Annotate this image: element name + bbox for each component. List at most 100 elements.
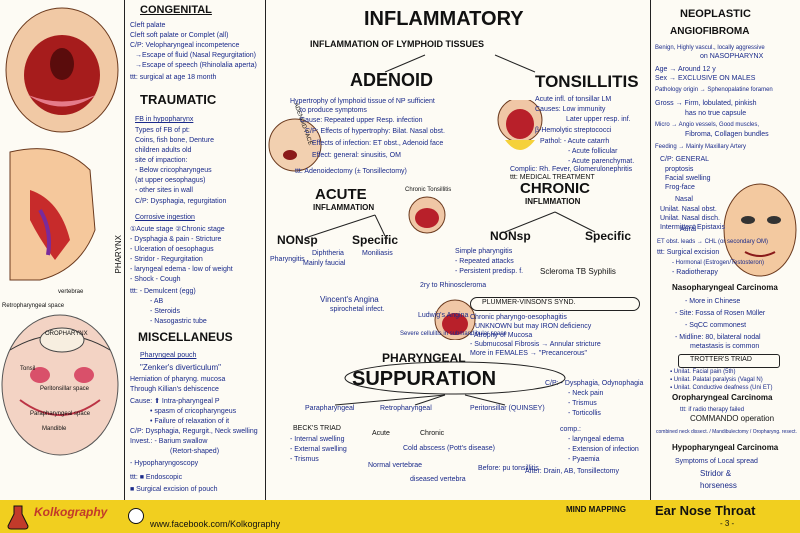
traumatic-line-8: C/P: Dysphagia, regurgitation xyxy=(135,198,227,205)
angio-line-10: C/P: GENERAL xyxy=(660,156,710,163)
supp-line-6: - Trismus xyxy=(290,456,319,463)
supp-line-10: Cold abscess (Pott's disease) xyxy=(403,445,495,452)
misc-line-0: Pharyngeal pouch xyxy=(140,352,197,359)
congenital-line-1: Cleft soft palate or Complet (all) xyxy=(130,32,229,39)
traumatic-line-4: site of impaction: xyxy=(135,157,188,164)
tonsillitis-line-1: Causes: Low immunity xyxy=(535,106,606,113)
misc-line-9: (Retort-shaped) xyxy=(170,448,220,455)
oro-line-2: combined neck dissect. / Mandibulectomy … xyxy=(656,429,797,435)
angio-line-2: Age → Around 12 y xyxy=(655,66,716,73)
chronic-line-4: 2ry to Rhinoscleroma xyxy=(420,282,487,289)
connector-lines xyxy=(304,54,596,406)
angio-line-19: ET obst. leads → CHL (or secondary OM) xyxy=(657,239,769,245)
misc-line-8: Invest.: - Barium swallow xyxy=(130,438,208,445)
label-chronic-tonsillitis: Chronic Tonsillitis xyxy=(405,187,452,193)
angio-line-0: Benign, Highly vascul., locally aggressi… xyxy=(655,45,765,51)
supp-line-19: - laryngeal edema xyxy=(568,436,625,443)
chronic-subtitle: INFLMMATION xyxy=(525,197,581,206)
angio-line-21: - Hormonal (Estrogen/Testosteron) xyxy=(672,260,765,266)
supp-line-2: Peritonsillar (QUINSEY) xyxy=(470,405,545,412)
traumatic-line-11: - Dysphagia & pain - Stricture xyxy=(130,236,222,243)
page-number: - 3 - xyxy=(720,519,735,528)
traumatic-line-18: - Steroids xyxy=(150,308,180,315)
misc-line-2: Herniation of pharyng. mucosa xyxy=(130,376,226,383)
chronic-line-0: Simple pharyngitis xyxy=(455,248,513,255)
misc-line-5: • spasm of cricopharyngeus xyxy=(150,408,237,415)
traumatic-line-7: - other sites in wall xyxy=(135,187,193,194)
angio-line-12: Facial swelling xyxy=(665,175,711,182)
footer-bar: Kolkography www.facebook.com/Kolkography… xyxy=(0,500,800,533)
supp-line-13: Severe cellulitis in submandibular space xyxy=(400,331,507,337)
hypo-line-1: Stridor & xyxy=(700,469,732,478)
congenital-line-4: →Escape of speech (Rhinolalia aperta) xyxy=(135,62,257,69)
supp-line-22: Before: pu tonsillitis xyxy=(478,465,539,472)
traumatic-line-9: Corrosive ingestion xyxy=(135,214,195,221)
inflammatory-title: INFLAMMATORY xyxy=(364,8,524,30)
flask-logo-icon xyxy=(7,505,29,530)
mind-map-sheet xyxy=(0,0,800,500)
traumatic-line-0: FB in hypopharynx xyxy=(135,116,194,123)
angio-line-22: - Radiotherapy xyxy=(672,269,718,276)
angio-line-15: Unilat. Nasal obst. xyxy=(660,206,717,213)
tonsillitis-line-8: ttt: MEDICAL TREATMENT xyxy=(510,174,595,181)
hypo-line-2: horseness xyxy=(700,481,737,490)
angio-line-4: Pathology origin → Sphenopalatine forame… xyxy=(655,87,773,93)
tonsillitis-line-6: - Acute parenchymat. xyxy=(568,158,635,165)
label-oropharynx: OROPHARYNX xyxy=(45,331,88,337)
misc-line-3: Through Killian's dehiscence xyxy=(130,386,219,393)
adenoid-title: ADENOID xyxy=(350,70,434,90)
npc-line-7: ▪ Unilat. Palatal paralysis (Vagal N) xyxy=(670,377,763,383)
suppuration-title2: SUPPURATION xyxy=(352,368,497,390)
adenoid-line-1: to produce symptoms xyxy=(300,107,367,114)
traumatic-line-17: - AB xyxy=(150,298,164,305)
npc-line-8: ▪ Unilat. Conductive deafness (Uni ET) xyxy=(670,385,773,391)
adenoid-line-0: Hypertrophy of lymphoid tissue of NP suf… xyxy=(290,98,435,105)
tonsillitis-line-7: Complic: Rh. Fever, Glomerulonephritis xyxy=(510,166,633,173)
traumatic-line-12: - Ulceration of oesophagus xyxy=(130,246,214,253)
adenoid-line-4: Effects of infection: ET obst., Adenoid … xyxy=(312,140,444,147)
trotter-box xyxy=(678,354,780,368)
angio-line-7: Micro → Angio vessels, Good muscles, xyxy=(655,122,760,128)
divider-left xyxy=(124,0,125,500)
traumatic-line-1: Types of FB of pt: xyxy=(135,127,190,134)
misc-title: MISCELLANEUS xyxy=(138,330,233,344)
plummer-box xyxy=(470,297,640,311)
npc-line-1: - Site: Fossa of Rosen Müller xyxy=(675,310,766,317)
angio-line-8: Fibroma, Collagen bundles xyxy=(685,131,769,138)
npc-line-0: - More in Chinese xyxy=(685,298,741,305)
inflammatory-subtitle: INFLAMMATION OF LYMPHOID TISSUES xyxy=(310,39,485,49)
tonsillitis-line-5: - Acute follicular xyxy=(568,148,618,155)
angio-line-5: Gross → Firm, lobulated, pinkish xyxy=(655,100,757,107)
acute-line-4: Vincent's Angina xyxy=(320,295,379,304)
chronic-line-1: - Repeated attacks xyxy=(455,258,514,265)
inflammation-drawings xyxy=(268,100,543,340)
supp-line-15: - Neck pain xyxy=(568,390,604,397)
npc-line-6: ▪ Unilat. Facial pain (5th) xyxy=(670,369,736,375)
oro-line-0: ttt: if radio therapy failed xyxy=(680,407,745,413)
anatomy-drawings xyxy=(1,7,119,456)
supp-line-1: Retropharyngeal xyxy=(380,405,432,412)
facebook-url[interactable]: www.facebook.com/Kolkography xyxy=(150,519,281,529)
plummer-line-2: - Atrophy of Mucosa xyxy=(470,332,533,339)
chronic-nonsp: NONsp xyxy=(490,229,531,243)
angio-line-13: Frog-face xyxy=(665,184,695,191)
oro-line-1: COMMANDO operation xyxy=(690,414,775,423)
pharynx-vertical-label: PHARYNX xyxy=(114,234,124,274)
npc-line-4: metastasis is common xyxy=(690,343,760,350)
traumatic-line-13: - Stridor - Regurgitation xyxy=(130,256,203,263)
supp-line-12: Ludwig's Angina xyxy=(418,312,469,319)
acute-line-5: spirochetal infect. xyxy=(330,306,385,313)
adenoid-line-6: ttt: Adenoidectomy (± Tonsillectomy) xyxy=(295,168,407,175)
chronic-line-2: - Persistent predisp. f. xyxy=(455,268,524,275)
supp-line-16: - Trismus xyxy=(568,400,597,407)
frog-face-drawing xyxy=(723,183,797,277)
traumatic-title: TRAUMATIC xyxy=(140,92,217,107)
supp-line-18: comp.: xyxy=(560,426,582,433)
divider-right xyxy=(650,0,651,500)
npc-line-2: - SqCC commonest xyxy=(685,322,747,329)
adenoid-line-2: Cause: Repeated upper Resp. infection xyxy=(300,117,423,124)
supp-line-14: C/P: - Dysphagia, Odynophagia xyxy=(545,380,644,387)
label-parapharyngeal-space: Parapharyngeal space xyxy=(30,411,91,417)
supp-line-17: - Torticollis xyxy=(568,410,601,417)
brand-name: Kolkography xyxy=(34,505,108,519)
